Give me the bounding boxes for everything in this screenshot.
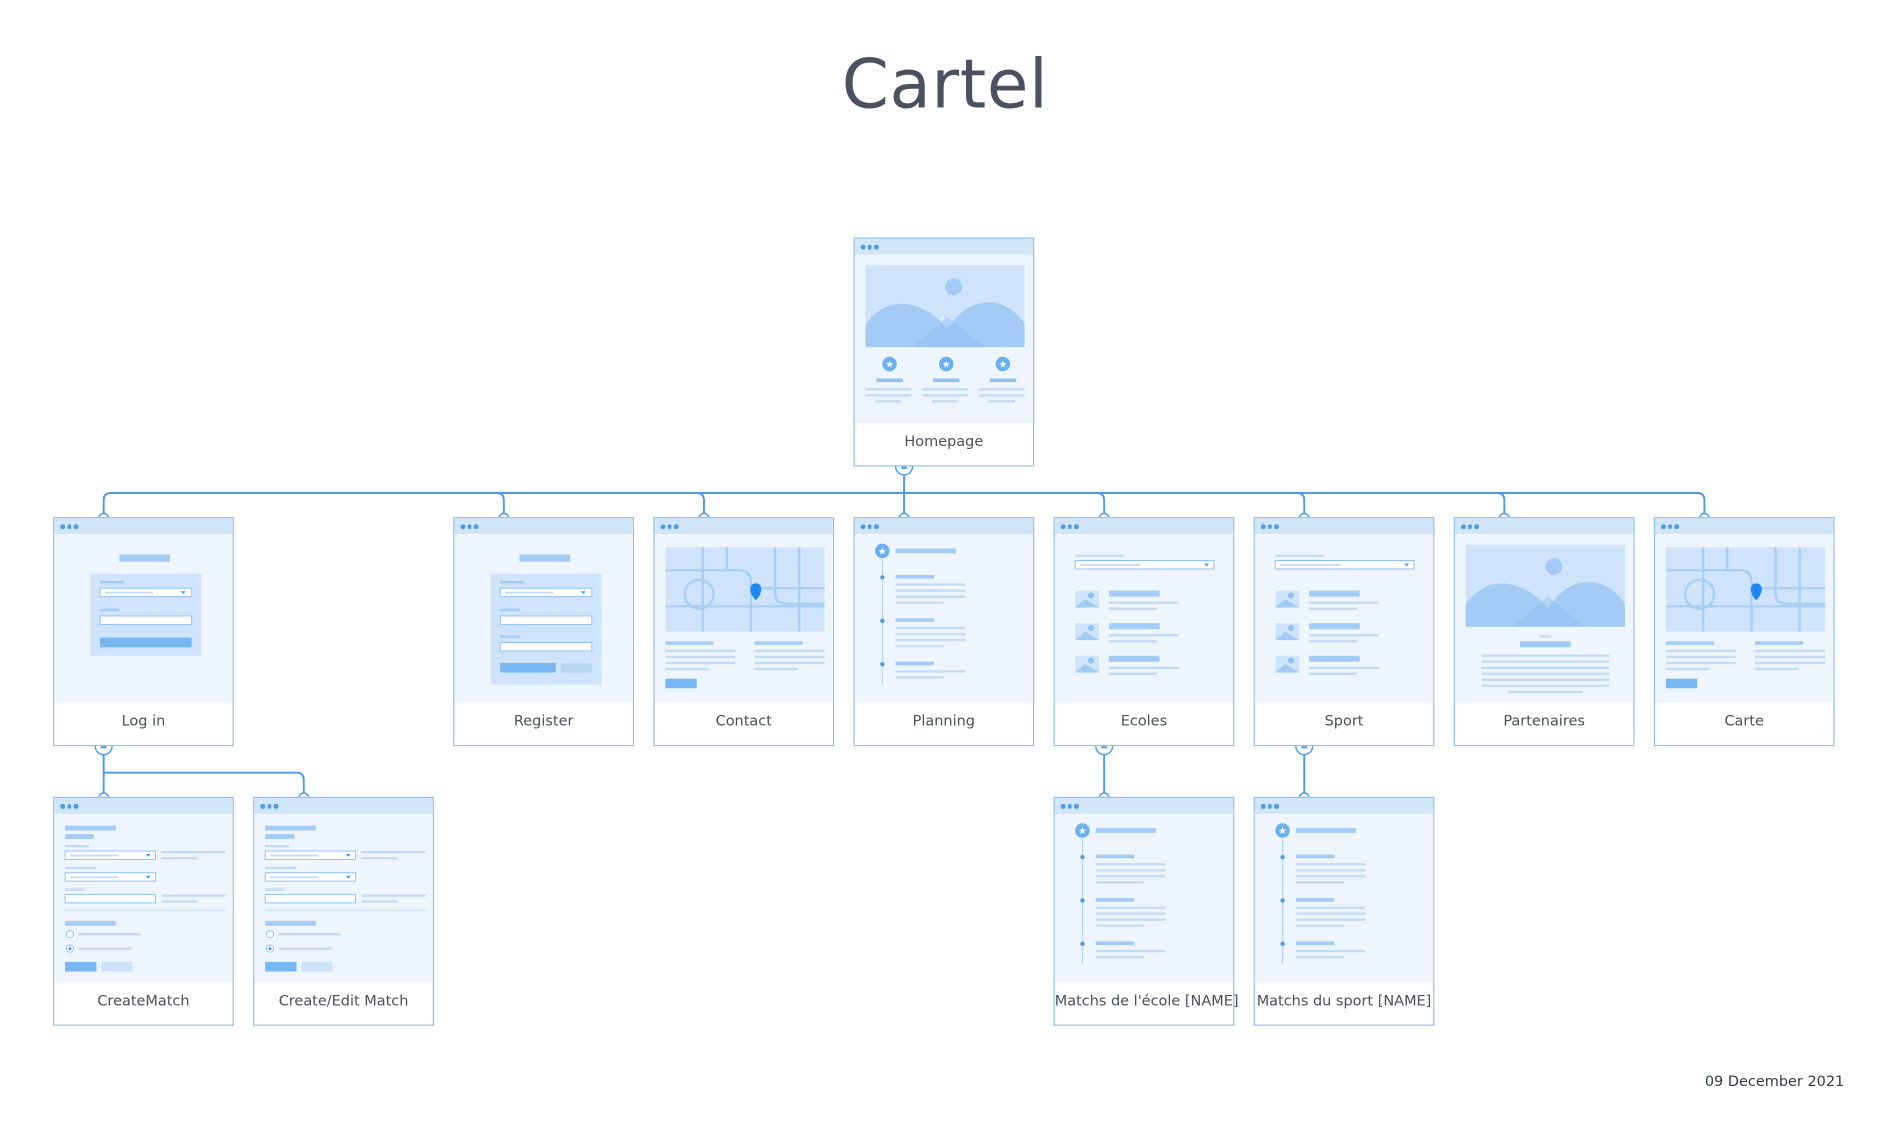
connector-branch [103,771,305,798]
wireframe-timeline: ★ [1054,813,1234,983]
wireframe-register-form [454,533,633,703]
page-card-ecoles[interactable]: Ecoles [1053,517,1235,747]
page-label: Log in [121,712,166,730]
svg-text:★: ★ [878,546,887,557]
window-titlebar [54,797,233,815]
page-card-matchs-sport[interactable]: ★ Matchs du sport [NAME] [1253,796,1435,1026]
page-card-homepage[interactable]: ★ ★ ★ Homepage [853,237,1035,467]
page-card-register[interactable]: Register [453,517,635,747]
page-label: Matchs du sport [NAME] [1256,992,1432,1009]
window-titlebar [454,518,633,536]
connector-branch [1296,492,1306,519]
wireframe-map [1655,533,1834,703]
page-card-partenaires[interactable]: Partenaires [1453,517,1635,747]
page-label: Ecoles [1120,712,1168,730]
page-card-creatematch[interactable]: CreateMatch [53,796,234,1026]
connector-branch [1497,492,1506,519]
wireframe-map-contact [654,533,833,703]
page-label: Carte [1724,712,1764,730]
wireframe-article [1454,533,1634,703]
wireframe-form [254,813,433,983]
svg-text:★: ★ [999,360,1008,371]
window-titlebar [1454,518,1634,536]
window-titlebar [254,797,433,815]
window-titlebar [1054,518,1234,536]
window-titlebar [1254,518,1434,536]
page-label: Planning [912,712,975,730]
wireframe-list [1254,533,1434,703]
wireframe-list [1054,533,1234,703]
page-title: Cartel [841,45,1049,125]
connector-branch [696,492,705,519]
page-label: Homepage [904,432,984,450]
wireframe-homepage: ★ ★ ★ [854,254,1034,424]
window-titlebar [1655,518,1834,536]
page-label: Create/Edit Match [278,992,409,1009]
window-titlebar [854,238,1034,256]
page-label: Contact [715,712,772,730]
wireframe-login-form [54,533,233,703]
page-label: Register [513,712,574,730]
window-titlebar [654,518,833,536]
page-card-carte[interactable]: Carte [1653,517,1835,747]
svg-text:★: ★ [885,360,894,371]
window-titlebar [54,518,233,536]
svg-text:★: ★ [1278,826,1287,837]
wireframe-form [54,813,233,983]
window-titlebar [854,518,1034,536]
page-card-matchs-ecole[interactable]: ★ Matchs de l'école [NAME] [1053,796,1239,1026]
page-card-sport[interactable]: Sport [1253,517,1435,747]
page-label: Partenaires [1503,712,1585,730]
window-titlebar [1054,797,1234,815]
window-titlebar [1254,797,1434,815]
wireframe-timeline: ★ [1254,813,1434,983]
page-label: CreateMatch [97,992,190,1009]
wireframe-timeline: ★ [854,533,1034,703]
connector-branch [1096,492,1106,519]
svg-text:★: ★ [1078,826,1087,837]
page-label: Matchs de l'école [NAME] [1054,992,1239,1009]
date-stamp: 09 December 2021 [1704,1072,1845,1090]
svg-text:★: ★ [942,360,951,371]
page-card-contact[interactable]: Contact [653,517,835,747]
connector-branch [496,492,505,519]
page-card-planning[interactable]: ★ Planning [853,517,1035,747]
page-card-create-edit-match[interactable]: Create/Edit Match [253,796,434,1026]
page-label: Sport [1324,712,1364,730]
page-card-login[interactable]: Log in [53,517,234,747]
